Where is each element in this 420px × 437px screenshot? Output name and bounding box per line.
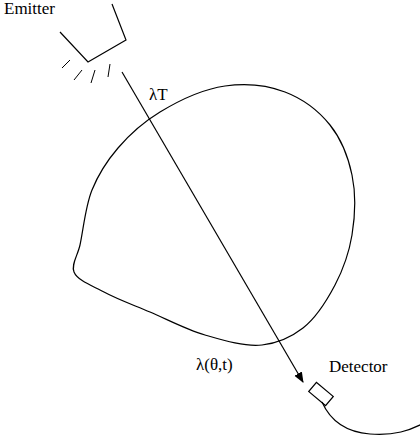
signal-label: λT	[148, 86, 169, 105]
detector-symbol	[309, 382, 334, 405]
emission-rays	[62, 60, 110, 83]
detector-cable	[322, 402, 420, 434]
emitter: Emitter	[4, 0, 130, 72]
object-outline	[73, 85, 354, 346]
signal-label: λ(θ,t)	[195, 356, 234, 375]
detector: Detector	[301, 358, 395, 404]
beam-arrow	[122, 72, 303, 382]
emitter-symbol	[60, 4, 126, 62]
component-label: Emitter	[4, 0, 130, 19]
component-label: Detector	[329, 358, 395, 377]
